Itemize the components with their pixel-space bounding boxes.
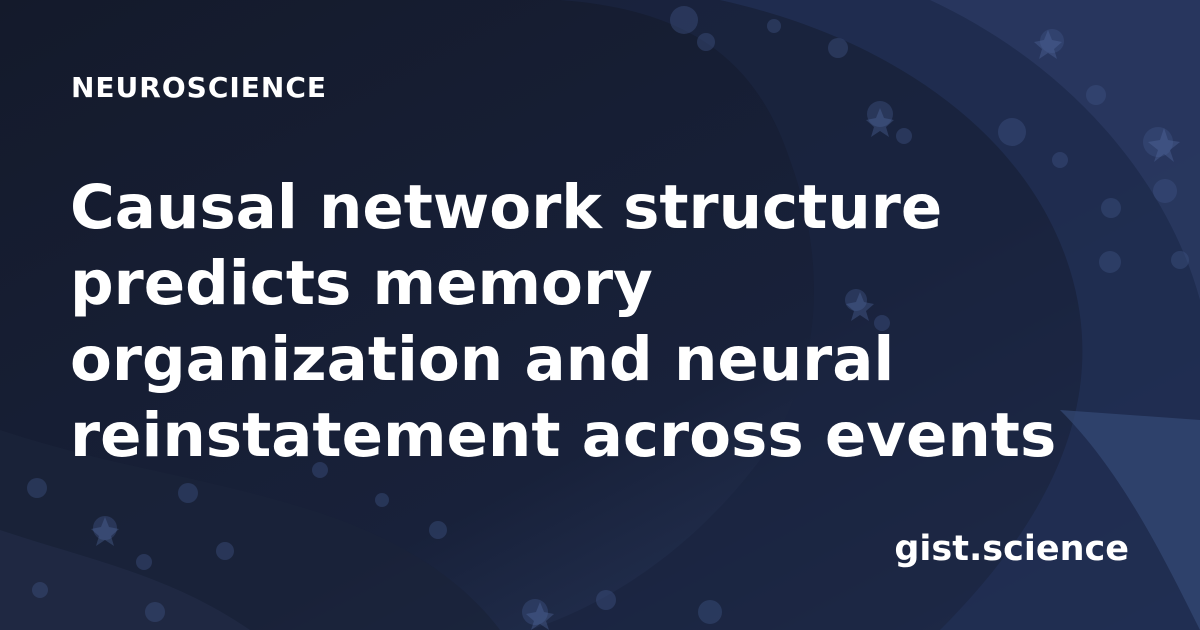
article-title-line: reinstatement across events	[70, 400, 1057, 471]
article-title-line: Causal network structure	[70, 172, 943, 243]
article-title-line: organization and neural	[70, 324, 895, 395]
site-brand: gist.science	[894, 529, 1129, 569]
article-title-line: predicts memory	[70, 248, 653, 319]
article-title: Causal network structure predicts memory…	[70, 170, 1150, 474]
category-label: NEUROSCIENCE	[71, 71, 328, 104]
